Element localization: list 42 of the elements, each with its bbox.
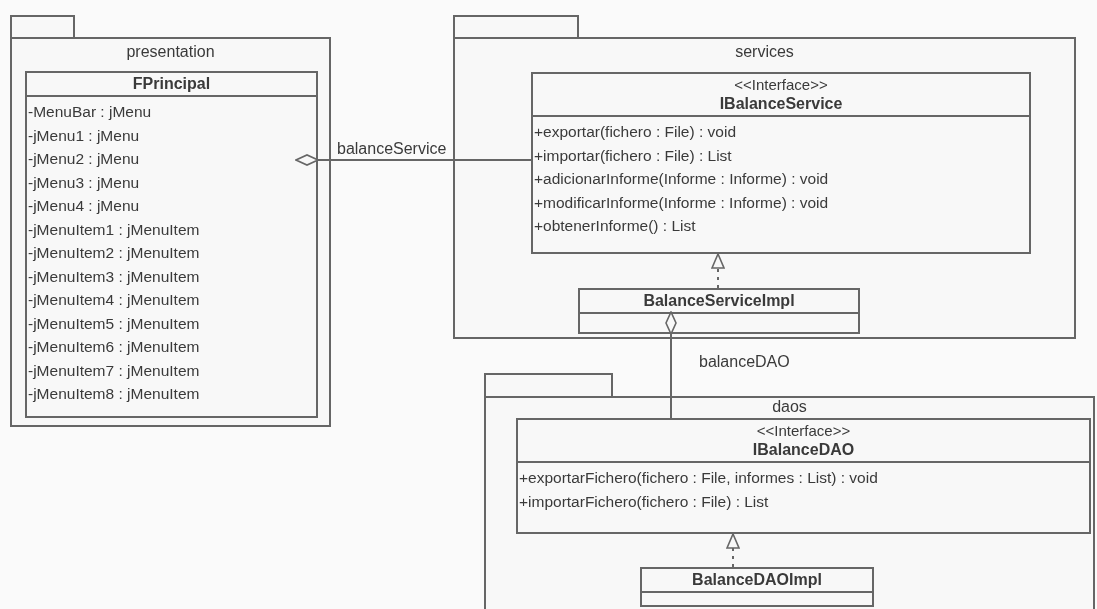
class-box	[25, 71, 318, 418]
package-name: presentation	[125, 43, 216, 61]
attribute-text: -jMenu2 : jMenu	[28, 149, 141, 169]
attribute-text: -jMenu3 : jMenu	[28, 172, 141, 193]
aggregation-line	[295, 154, 532, 166]
package-frame	[10, 15, 331, 427]
class-box	[516, 418, 1091, 534]
attribute-text: -jMenuItem6 : jMenuItem	[28, 337, 201, 357]
class-box	[531, 72, 1031, 254]
class-name: BalanceDAOImpl	[691, 570, 823, 589]
attribute-text: -jMenuItem2 : jMenuItem	[28, 243, 201, 263]
method-text: +importar(fichero : File) : List	[534, 145, 733, 166]
method-text: +obtenerInforme() : List	[534, 216, 697, 236]
method-text: +modificarInforme(Informe : Informe) : void	[534, 192, 830, 213]
package-name: daos	[771, 398, 808, 416]
realization-arrow	[726, 533, 740, 568]
class-name: FPrincipal	[131, 74, 212, 93]
method-text: +exportarFichero(fichero : File, informes : List) : void	[519, 468, 879, 488]
method-text: +adicionarInforme(Informe : Informe) : void	[534, 169, 830, 189]
attribute-text: -jMenu4 : jMenu	[28, 196, 141, 216]
attribute-text: -jMenuItem1 : jMenuItem	[28, 219, 201, 240]
class-name: BalanceServiceImpl	[642, 291, 796, 310]
class-box	[640, 567, 874, 607]
attribute-text: -jMenuItem3 : jMenuItem	[28, 266, 201, 287]
attribute-text: -jMenuItem4 : jMenuItem	[28, 290, 201, 310]
package-frame	[484, 373, 1095, 609]
class-box	[578, 288, 860, 334]
package-frame	[453, 15, 1076, 339]
attribute-text: -jMenuItem8 : jMenuItem	[28, 384, 201, 404]
attribute-text: -jMenu1 : jMenu	[28, 125, 141, 146]
stereotype-label: <<Interface>>	[755, 421, 852, 440]
attribute-text: -jMenuItem7 : jMenuItem	[28, 360, 201, 381]
attribute-text: -jMenuItem5 : jMenuItem	[28, 313, 201, 334]
realization-arrow	[711, 253, 725, 289]
method-text: +exportar(fichero : File) : void	[534, 122, 737, 142]
class-name: IBalanceService	[718, 94, 844, 113]
package-name: services	[734, 43, 795, 61]
aggregation-line	[665, 311, 677, 419]
method-text: +importarFichero(fichero : File) : List	[519, 491, 770, 512]
attribute-text: -MenuBar : jMenu	[28, 102, 153, 122]
class-name: IBalanceDAO	[751, 440, 856, 459]
stereotype-label: <<Interface>>	[733, 75, 829, 94]
